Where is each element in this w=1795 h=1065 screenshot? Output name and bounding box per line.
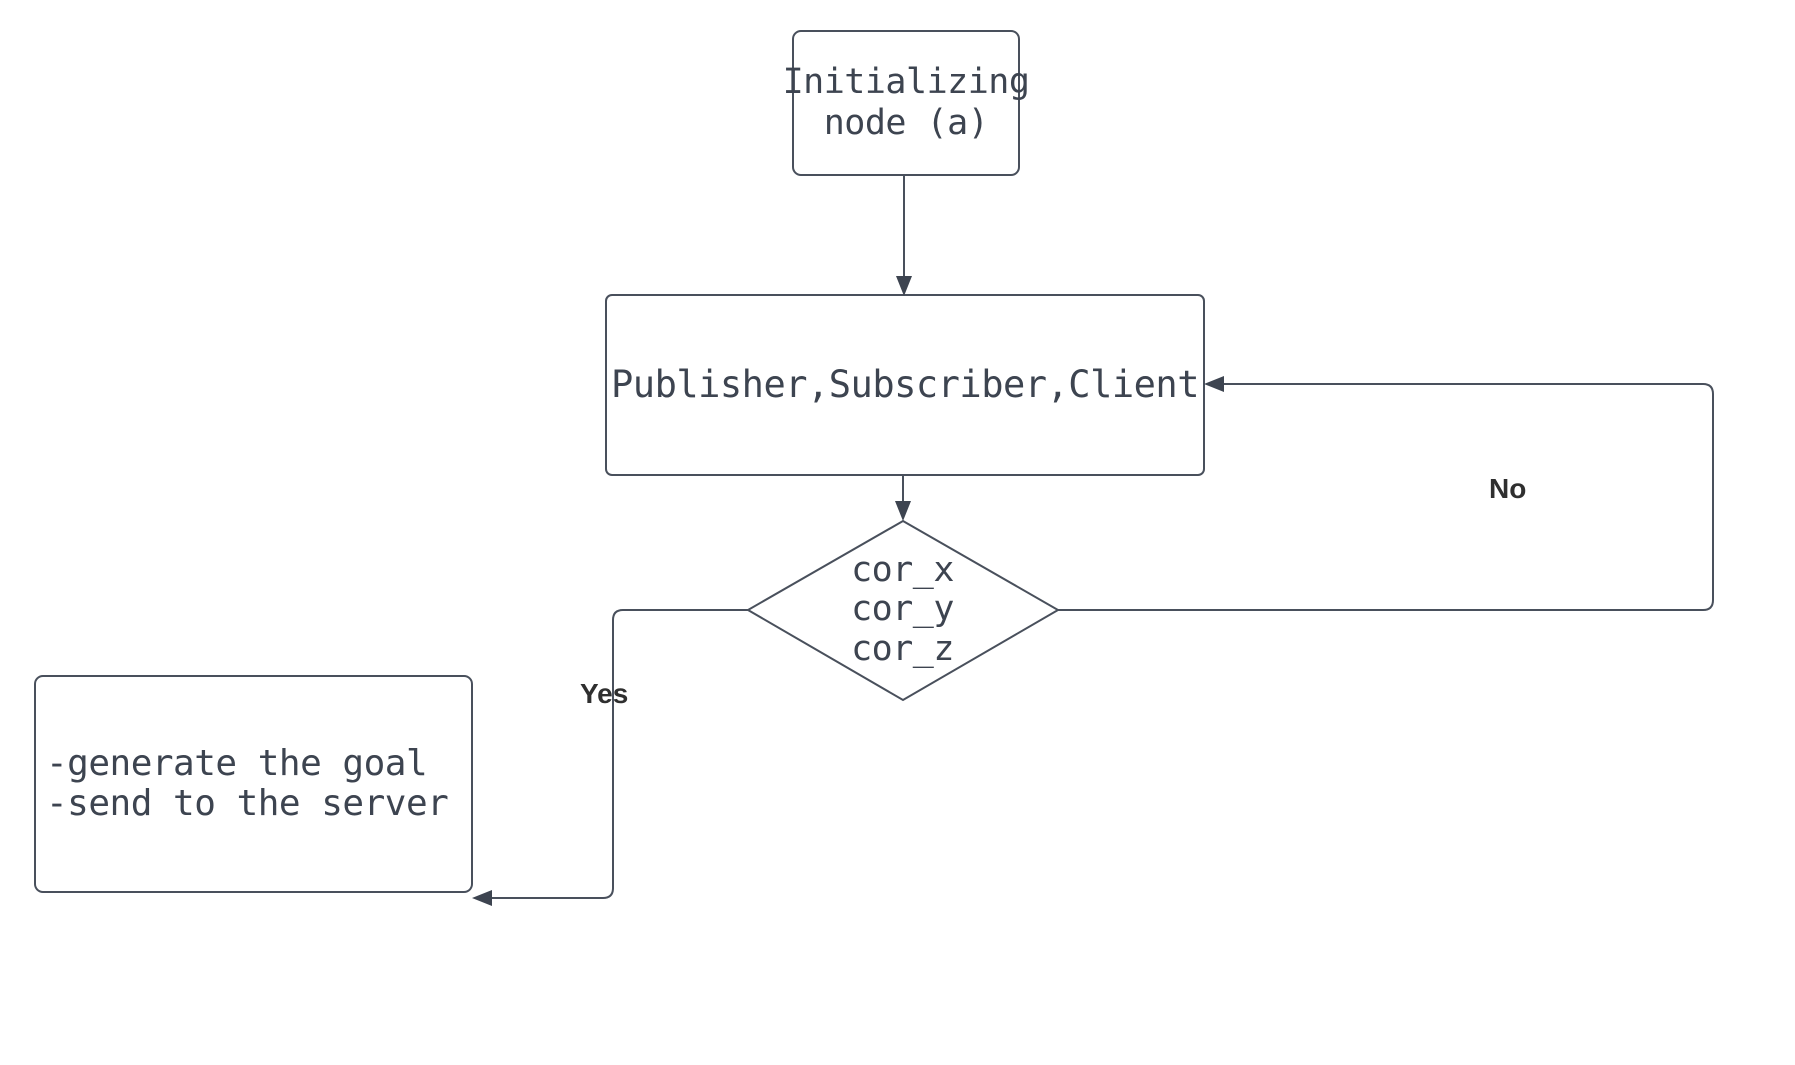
edge-decision-to-action-yes (490, 609, 748, 899)
arrowhead-decision-to-pubsub (1204, 376, 1224, 392)
arrowhead-decision-to-action (472, 890, 492, 906)
edge-decision-to-pubsub-no (1058, 383, 1714, 611)
arrowhead-pubsub-to-decision (895, 501, 911, 521)
node-publisher-subscriber-client[interactable] (605, 294, 1205, 476)
arrowhead-init-to-pubsub (896, 276, 912, 296)
node-initializing-node[interactable] (792, 30, 1020, 176)
node-coordinates-decision[interactable] (746, 519, 1060, 702)
node-generate-goal-action[interactable] (34, 675, 473, 893)
